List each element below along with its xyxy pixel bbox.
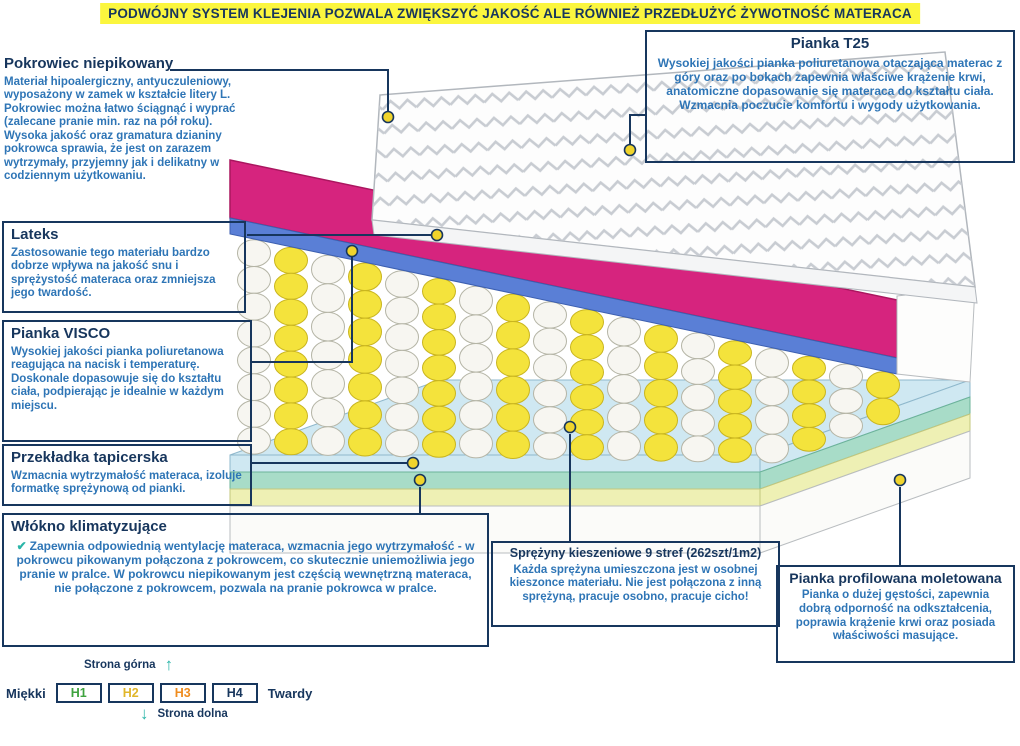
callout-dot-profilowana bbox=[893, 473, 907, 487]
callout-block-profilowana: Pianka profilowana moletowana Pianka o d… bbox=[776, 565, 1015, 663]
callout-block-visco: Pianka VISCO Wysokiej jakości pianka pol… bbox=[2, 320, 252, 442]
callout-block-lateks: Lateks Zastosowanie tego materiału bardz… bbox=[2, 221, 246, 313]
block-title: Włókno klimatyzujące bbox=[11, 518, 167, 535]
scale-bottom-label: Strona dolna bbox=[157, 707, 228, 720]
block-body: Wysokiej jakości pianka poliuretanowa ot… bbox=[657, 55, 1003, 112]
block-title: Pianka T25 bbox=[790, 35, 870, 52]
callout-dot-visco bbox=[345, 244, 359, 258]
pocket-springs bbox=[237, 239, 900, 464]
arrow-up-icon: ↑ bbox=[164, 655, 174, 674]
layer-base-foam-side bbox=[759, 430, 971, 554]
block-body: ✔Zapewnia odpowiednią wentylację materac… bbox=[16, 538, 475, 595]
block-body: Każda sprężyna umieszczona jest w osobne… bbox=[509, 563, 762, 603]
block-title: Pokrowiec niepikowany bbox=[4, 55, 174, 72]
callout-lines bbox=[170, 69, 901, 566]
block-body: Pianka o dużej gęstości, zapewnia dobrą … bbox=[795, 589, 996, 643]
callout-dots bbox=[345, 110, 907, 487]
block-body: Wysokiej jakości pianka poliuretanowa re… bbox=[11, 345, 224, 412]
layer-cover bbox=[371, 51, 978, 304]
callout-line-visco bbox=[252, 257, 353, 363]
scale-soft-label: Miękki bbox=[6, 685, 46, 701]
block-title: Sprężyny kieszeniowe 9 stref (262szt/1m2… bbox=[509, 546, 762, 560]
scale-hard-label: Twardy bbox=[267, 685, 313, 701]
callout-dot-sprezyny bbox=[563, 420, 577, 434]
layer-fiber-mint bbox=[229, 471, 761, 490]
check-icon: ✔ bbox=[16, 538, 27, 553]
callout-block-przekladka: Przekładka tapicerska Wzmacnia wytrzymał… bbox=[2, 444, 252, 506]
callout-dot-t25 bbox=[623, 143, 637, 157]
callout-dot-przekladka bbox=[406, 456, 420, 470]
callout-block-pokrowiec: Pokrowiec niepikowany Materiał hipoalerg… bbox=[4, 55, 256, 184]
callout-dot-wlokno bbox=[413, 473, 427, 487]
hardness-h2: H2 bbox=[107, 683, 154, 703]
block-title: Przekładka tapicerska bbox=[11, 449, 168, 466]
top-banner: PODWÓJNY SYSTEM KLEJENIA POZWALA ZWIĘKSZ… bbox=[100, 3, 920, 24]
hardness-h1: H1 bbox=[55, 683, 102, 703]
hardness-h4: H4 bbox=[211, 683, 258, 703]
block-title: Lateks bbox=[11, 226, 59, 243]
block-title: Pianka profilowana moletowana bbox=[789, 570, 1002, 586]
callout-dot-pokrowiec bbox=[381, 110, 395, 124]
callout-dot-lateks bbox=[430, 228, 444, 242]
callout-block-sprezyny: Sprężyny kieszeniowe 9 stref (262szt/1m2… bbox=[491, 541, 780, 627]
callout-block-wlokno: Włókno klimatyzujące ✔Zapewnia odpowiedn… bbox=[2, 513, 489, 647]
arrow-down-icon: ↓ bbox=[140, 704, 149, 723]
callout-line-t25 bbox=[629, 114, 645, 144]
callout-line-pokrowiec bbox=[170, 69, 389, 112]
layer-pale-yellow bbox=[229, 488, 761, 507]
scale-top-label: Strona górna bbox=[84, 658, 156, 671]
block-title: Pianka VISCO bbox=[11, 325, 111, 342]
block-body: Wzmacnia wytrzymałość materaca, izoluje … bbox=[11, 469, 242, 496]
hardness-h3: H3 bbox=[159, 683, 206, 703]
callout-block-t25: Pianka T25 Wysokiej jakości pianka poliu… bbox=[645, 30, 1015, 163]
block-body: Materiał hipoalergiczny, antyuczuleniowy… bbox=[4, 75, 236, 183]
block-body: Zastosowanie tego materiału bardzo dobrz… bbox=[11, 246, 216, 300]
